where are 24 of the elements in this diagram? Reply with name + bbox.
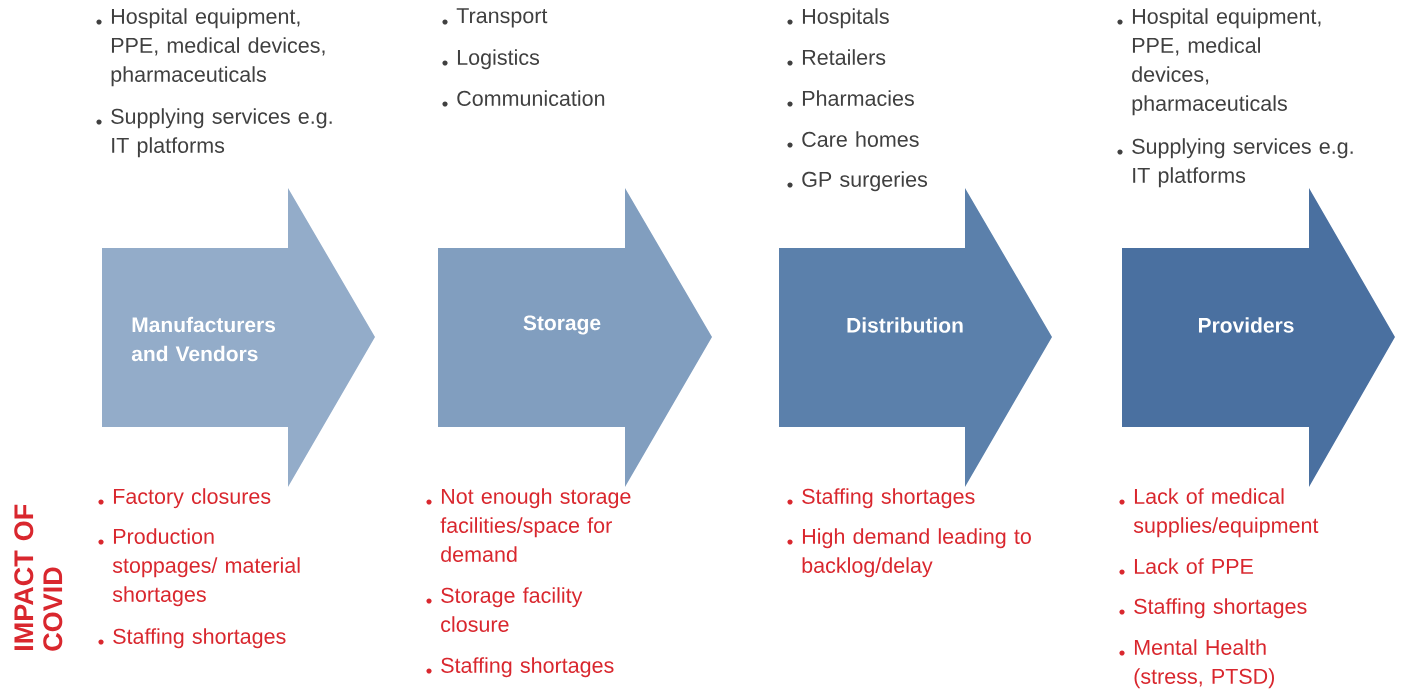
bullet-item: Staffing shortages bbox=[787, 488, 975, 509]
bullet-item: Logistics bbox=[442, 49, 540, 70]
bullet-item: Staffing shortages bbox=[1119, 598, 1307, 619]
bullet-item: Supplying services e.g. IT platforms bbox=[1117, 138, 1353, 188]
bullet-item: Storage facility closure bbox=[426, 587, 583, 632]
impact-heading: IMPACT OF COVID bbox=[14, 504, 63, 651]
bullet-item: Communication bbox=[442, 90, 605, 107]
bullet-item: Staffing shortages bbox=[98, 628, 286, 649]
bullet-item: Mental Health (stress, PTSD) bbox=[1119, 639, 1274, 689]
bullet-item: Staffing shortages bbox=[426, 657, 614, 678]
bullet-item: Hospital equipment, PPE, medical devices, pharmaceuticals bbox=[1117, 8, 1321, 116]
bullet-item: Supplying services e.g. IT platforms bbox=[96, 108, 332, 158]
bullet-item: Hospitals bbox=[787, 8, 889, 29]
bullet-item: Retailers bbox=[787, 49, 886, 66]
bullet-item: Lack of PPE bbox=[1119, 558, 1253, 575]
bullet-item: Transport bbox=[442, 8, 548, 28]
bullet-item: Pharmacies bbox=[787, 90, 914, 107]
bullet-item: Hospital equipment, PPE, medical devices, pharmaceuticals bbox=[96, 8, 325, 87]
bullet-item: High demand leading to backlog/delay bbox=[787, 528, 1031, 578]
bullet-item: Not enough storage facilities/space for demand bbox=[426, 488, 631, 562]
bullet-item: Production stoppages/ material shortages bbox=[98, 528, 300, 607]
bullet-item: Factory closures bbox=[98, 488, 271, 509]
bullet-item: Care homes bbox=[787, 131, 919, 148]
bullet-item: Lack of medical supplies/equipment bbox=[1119, 488, 1319, 538]
